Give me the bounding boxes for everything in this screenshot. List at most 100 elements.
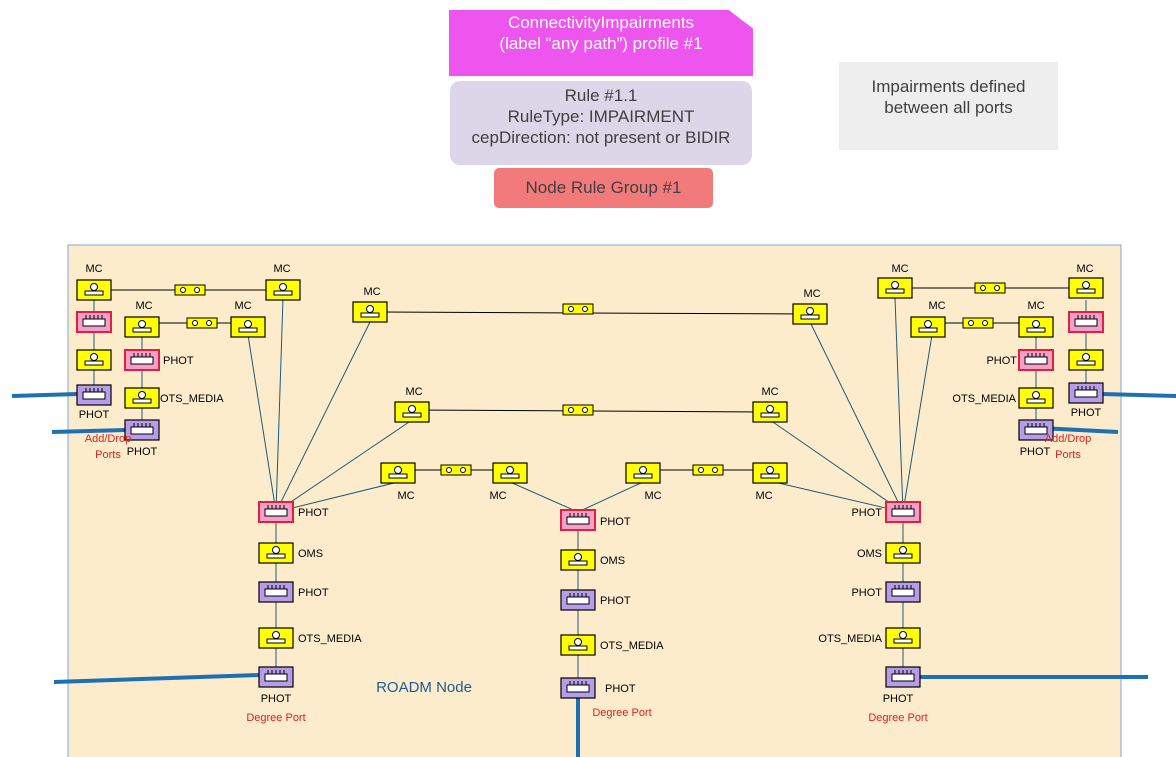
connection-point bbox=[692, 464, 724, 476]
connection-block bbox=[186, 317, 218, 329]
phot-comb-icon bbox=[566, 596, 590, 605]
mc-brim-icon bbox=[266, 553, 286, 559]
mc-label: MC bbox=[405, 386, 422, 398]
connection-point bbox=[562, 404, 594, 416]
mc-knob-icon bbox=[506, 466, 514, 474]
phot-label: PHOT bbox=[600, 516, 631, 528]
mc-knob-icon bbox=[574, 638, 582, 646]
mc-box bbox=[258, 542, 294, 564]
phot-box bbox=[76, 384, 112, 406]
connection-block bbox=[562, 303, 594, 315]
phot-label: PHOT bbox=[883, 693, 914, 705]
connection-dot bbox=[698, 467, 704, 473]
mc-knob-icon bbox=[639, 466, 647, 474]
mc-knob-icon bbox=[90, 283, 98, 291]
connection-dot bbox=[712, 467, 718, 473]
note-line-2: between all ports bbox=[884, 98, 1013, 117]
add-drop-label: Ports bbox=[1055, 449, 1081, 461]
link-line bbox=[275, 321, 371, 513]
phot-box bbox=[560, 589, 596, 611]
mc-box bbox=[352, 301, 388, 323]
phot-box bbox=[885, 666, 921, 688]
link-line bbox=[577, 481, 644, 513]
phot-box bbox=[258, 666, 294, 688]
impairments-note: Impairments defined between all ports bbox=[839, 62, 1058, 150]
phot-comb-icon bbox=[1074, 318, 1098, 327]
ots-media-label: OTS_MEDIA bbox=[952, 393, 1016, 405]
mc-box bbox=[230, 316, 266, 338]
node-rule-group-box: Node Rule Group #1 bbox=[494, 168, 713, 208]
mc-knob-icon bbox=[366, 305, 374, 313]
connection-block bbox=[440, 464, 472, 476]
port-line bbox=[51, 428, 127, 434]
phot-label: PHOT bbox=[127, 446, 158, 458]
phot-comb-icon bbox=[1074, 389, 1098, 398]
mc-box bbox=[560, 549, 596, 571]
mc-box bbox=[380, 462, 416, 484]
connection-block bbox=[692, 464, 724, 476]
phot-comb-icon bbox=[891, 588, 915, 597]
mc-brim-icon bbox=[893, 553, 913, 559]
port-line bbox=[1101, 392, 1176, 398]
phot-box bbox=[124, 419, 160, 441]
mc-knob-icon bbox=[1082, 281, 1090, 289]
phot-box bbox=[560, 677, 596, 699]
mc-label: MC bbox=[397, 490, 414, 502]
mc-brim-icon bbox=[893, 638, 913, 644]
connection-dot bbox=[980, 285, 986, 291]
mc-box bbox=[258, 627, 294, 649]
mc-label: MC bbox=[761, 386, 778, 398]
phot-comb-icon bbox=[891, 508, 915, 517]
mc-knob-icon bbox=[899, 546, 907, 554]
mc-label: MC bbox=[489, 490, 506, 502]
connection-point bbox=[186, 317, 218, 329]
phot-box bbox=[76, 311, 112, 333]
rule-type: RuleType: IMPAIRMENT bbox=[507, 107, 695, 126]
mc-box bbox=[625, 462, 661, 484]
phot-label: PHOT bbox=[298, 507, 329, 519]
phot-box bbox=[560, 509, 596, 531]
mc-label: MC bbox=[1076, 263, 1093, 275]
ots-media-label: OTS_MEDIA bbox=[298, 633, 362, 645]
phot-comb-icon bbox=[130, 356, 154, 365]
link-line bbox=[509, 481, 579, 513]
mc-brim-icon bbox=[84, 360, 104, 366]
phot-label: PHOT bbox=[851, 507, 882, 519]
mc-box bbox=[1068, 349, 1104, 371]
link-line bbox=[769, 419, 904, 513]
note-line-1: Impairments defined bbox=[871, 77, 1026, 96]
connection-point bbox=[440, 464, 472, 476]
profile-subtitle: (label “any path”) profile #1 bbox=[499, 34, 703, 53]
phot-box bbox=[124, 349, 160, 371]
mc-brim-icon bbox=[800, 314, 820, 320]
rule-cep-direction: cepDirection: not present or BIDIR bbox=[471, 128, 731, 147]
mc-brim-icon bbox=[885, 288, 905, 294]
connection-dot bbox=[582, 306, 588, 312]
profile-title: ConnectivityImpairments bbox=[507, 13, 695, 32]
mc-label: MC bbox=[644, 490, 661, 502]
connection-dot bbox=[568, 306, 574, 312]
rule-box: Rule #1.1 RuleType: IMPAIRMENT cepDirect… bbox=[450, 81, 752, 165]
phot-label: PHOT bbox=[79, 409, 110, 421]
connection-dot bbox=[206, 320, 212, 326]
mc-brim-icon bbox=[633, 473, 653, 479]
mc-brim-icon bbox=[500, 473, 520, 479]
phot-label: PHOT bbox=[605, 683, 636, 695]
add-drop-label: Add/Drop bbox=[85, 433, 131, 445]
phot-box bbox=[885, 501, 921, 523]
phot-box bbox=[258, 581, 294, 603]
mc-label: MC bbox=[85, 263, 102, 275]
phot-comb-icon bbox=[264, 673, 288, 682]
ots-media-label: OTS_MEDIA bbox=[818, 633, 882, 645]
mc-label: MC bbox=[363, 286, 380, 298]
mc-brim-icon bbox=[273, 290, 293, 296]
ots-media-label: OTS_MEDIA bbox=[160, 393, 224, 405]
mc-knob-icon bbox=[138, 320, 146, 328]
mc-knob-icon bbox=[891, 281, 899, 289]
roadm-node-label: ROADM Node bbox=[376, 679, 472, 696]
mc-label: MC bbox=[135, 300, 152, 312]
mc-brim-icon bbox=[918, 327, 938, 333]
connection-dot bbox=[968, 320, 974, 326]
phot-comb-icon bbox=[82, 318, 106, 327]
mc-box bbox=[792, 303, 828, 325]
